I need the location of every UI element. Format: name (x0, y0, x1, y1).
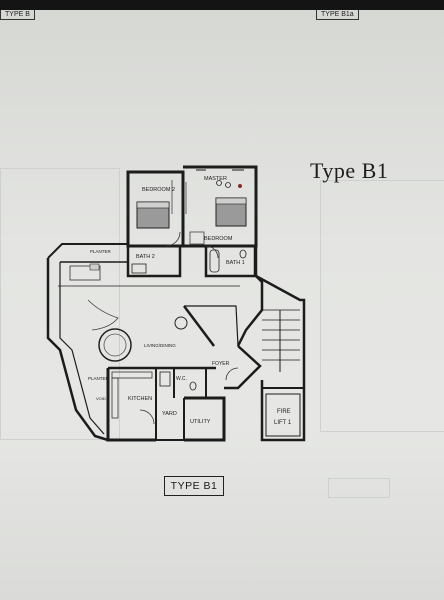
wc-walls (173, 368, 207, 398)
outer-west-wall (46, 258, 109, 442)
label-lift: LIFT 1 (274, 420, 292, 426)
lamp-icon (216, 180, 222, 186)
master-bed-pillow-icon (215, 197, 247, 205)
ghost-label-box (328, 478, 390, 498)
bath2-tub-icon (131, 263, 147, 274)
top-bar (0, 0, 444, 10)
header-right-tag: TYPE B1a (316, 10, 359, 20)
label-bath2: BATH 2 (136, 254, 155, 260)
core-walls (255, 274, 306, 442)
label-void: VOID (96, 396, 106, 401)
label-master-line1: MASTER (204, 176, 227, 182)
ghost-plan-right (320, 180, 444, 432)
door-swing-icon (139, 409, 155, 425)
toilet-icon (239, 249, 247, 259)
wc-toilet-icon (189, 381, 197, 391)
decor-icon (238, 184, 242, 188)
sink-icon (159, 371, 171, 387)
tv-icon (89, 263, 100, 271)
yard-walls (156, 398, 185, 441)
foyer-east (224, 345, 262, 390)
door-swing-icon (165, 231, 181, 247)
dining-table-inner-icon (103, 333, 127, 357)
page-title: Type B1 (310, 158, 389, 183)
label-wc: W.C. (176, 376, 187, 382)
label-foyer: FOYER (212, 361, 230, 367)
planter-top-edge (47, 243, 128, 259)
outer-west-inner (59, 262, 105, 435)
kitchen-walls (106, 368, 156, 442)
plan-caption: TYPE B1 (164, 476, 224, 496)
label-planter-top: PLANTER (90, 249, 112, 254)
bath1-tub-icon (209, 249, 220, 273)
label-yard: YARD (162, 411, 177, 417)
label-master-line2: BEDROOM (204, 236, 233, 242)
stair-treads (262, 309, 300, 361)
foyer-inner (184, 305, 239, 347)
paper-sheet (0, 10, 444, 600)
master-bedroom-walls (183, 165, 258, 248)
closet-icon (171, 180, 187, 214)
label-kitchen: KITCHEN (128, 396, 152, 402)
dining-table-icon (98, 328, 132, 362)
lamp-icon (225, 182, 231, 188)
label-fire: FIRE (277, 409, 291, 415)
kitchen-counter-icon (111, 371, 153, 379)
label-living-dining: LIVING/DINING (144, 343, 176, 348)
bed2-pillow-icon (136, 201, 170, 209)
coffee-table-icon (174, 316, 188, 330)
bath2-walls (126, 246, 182, 278)
utility-walls (184, 396, 226, 442)
east-wall-upper (236, 246, 264, 347)
ghost-plan-left (0, 168, 120, 440)
sofa-icon (69, 265, 101, 281)
label-bath1: BATH 1 (226, 260, 245, 266)
rug-icon (87, 299, 119, 331)
kitchen-counter-side-icon (111, 377, 119, 419)
label-bedroom2: BEDROOM 2 (142, 187, 175, 193)
fire-lift-car (265, 393, 301, 437)
label-planter-left: PLANTER (88, 376, 110, 381)
wardrobe-icon (189, 231, 205, 245)
door-swing-icon (225, 367, 239, 381)
door-swing-icon (205, 245, 219, 259)
diagonal-wall (183, 305, 215, 347)
header-left-tag: TYPE B (0, 10, 35, 20)
label-utility: UTILITY (190, 419, 211, 425)
